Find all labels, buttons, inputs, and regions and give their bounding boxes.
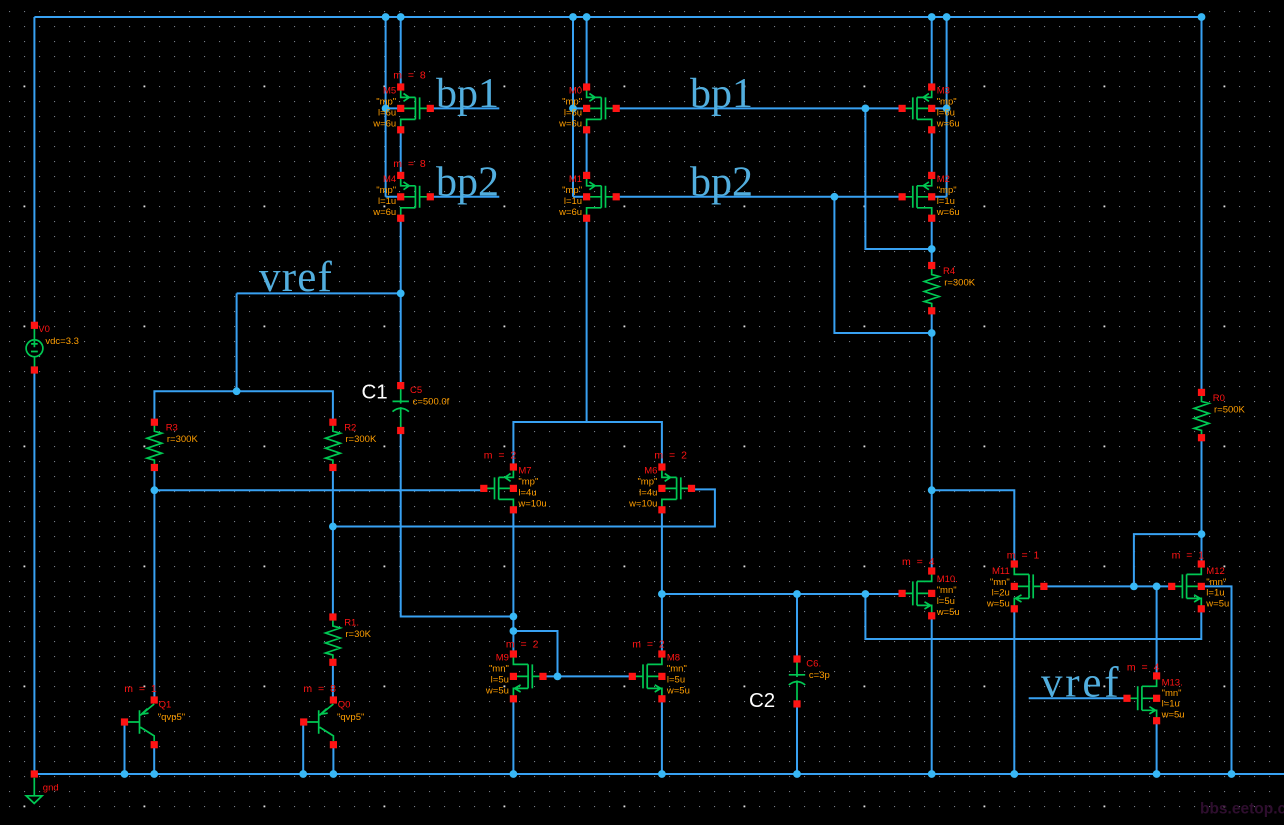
svg-text:l=1u: l=1u [1162,699,1180,710]
svg-text:m = 8: m = 8 [393,158,427,170]
svg-text:w=6u: w=6u [372,119,396,130]
svg-text:"mn": "mn" [489,664,509,675]
svg-text:w=6u: w=6u [372,207,396,218]
svg-text:w=6u: w=6u [936,207,960,218]
svg-text:l=6u: l=6u [937,108,955,119]
svg-text:l=5u: l=5u [667,675,685,686]
svg-text:M3: M3 [937,86,950,97]
svg-text:"mn": "mn" [937,585,957,596]
svg-text:M10.: M10. [937,574,958,585]
svg-text:C1: C1 [362,381,388,404]
svg-text:l=1u: l=1u [378,196,396,207]
svg-text:M12: M12 [1206,566,1224,577]
svg-text:vdc=3.3: vdc=3.3 [45,336,79,347]
svg-text:"mp": "mp" [562,185,582,196]
svg-text:l=6u: l=6u [378,108,396,119]
svg-text:Q1: Q1 [159,699,172,710]
svg-text:bbs.eetop.cn: bbs.eetop.cn [1200,801,1284,818]
svg-text:m = 8: m = 8 [303,683,337,695]
svg-text:"mn": "mn" [1162,688,1182,699]
svg-text:M13.: M13. [1162,678,1183,689]
svg-text:m = 1: m = 1 [1172,550,1206,562]
svg-text:"mn": "mn" [1206,577,1226,588]
svg-text:m = 2: m = 2 [654,450,688,462]
svg-text:w=6u: w=6u [936,119,960,130]
svg-text:M2: M2 [937,174,950,185]
svg-text:m = 1: m = 1 [1007,550,1041,562]
svg-text:R1.: R1. [344,617,359,628]
svg-text:l=1u: l=1u [937,196,955,207]
svg-text:m = 4: m = 4 [1127,662,1161,674]
svg-text:M11: M11 [992,566,1010,577]
svg-text:"mp": "mp" [937,97,957,108]
svg-text:"mp": "mp" [376,97,396,108]
svg-text:w=10u: w=10u [628,499,657,510]
svg-text:"mp": "mp" [376,185,396,196]
svg-text:w=5u: w=5u [666,686,690,697]
svg-text:R0: R0 [1213,393,1225,404]
svg-text:C5: C5 [410,385,422,396]
svg-text:M7: M7 [518,466,531,477]
svg-text:r=300K: r=300K [167,434,199,445]
svg-text:w=5u: w=5u [1205,599,1229,610]
svg-text:m = 4: m = 4 [902,556,936,568]
svg-text:m = 2: m = 2 [506,639,540,651]
svg-text:r=500K: r=500K [1214,404,1246,415]
svg-text:M6: M6 [644,466,657,477]
svg-text:m = 8: m = 8 [393,70,427,82]
svg-text:"qvp5": "qvp5" [337,712,364,723]
svg-text:w=6u: w=6u [558,207,582,218]
svg-text:l=5u: l=5u [491,675,509,686]
svg-text:c=3p: c=3p [809,670,830,681]
svg-text:vref: vref [1041,660,1121,707]
svg-text:w=10u: w=10u [517,499,546,510]
svg-text:l=4u: l=4u [639,488,657,499]
svg-text:l=6u: l=6u [564,108,582,119]
svg-text:w=5u: w=5u [485,686,509,697]
svg-text:w=5u: w=5u [1161,709,1185,720]
svg-text:vref: vref [259,254,333,301]
svg-text:m = 2: m = 2 [632,639,666,651]
svg-text:"mp": "mp" [518,477,538,488]
svg-text:l=1u: l=1u [564,196,582,207]
svg-text:R2: R2 [344,423,356,434]
svg-text:M8: M8 [667,653,680,664]
svg-text:r=300K: r=300K [944,278,976,289]
svg-text:C6.: C6. [806,658,821,669]
svg-text:l=4u: l=4u [518,488,536,499]
svg-text:bp2: bp2 [436,160,499,206]
svg-text:bp1: bp1 [436,71,499,117]
svg-text:m = 1: m = 1 [124,683,158,695]
svg-text:w=5u: w=5u [986,599,1010,610]
svg-text:M4: M4 [383,174,396,185]
svg-text:R3: R3 [166,423,178,434]
svg-text:w=6u: w=6u [558,119,582,130]
svg-text:R4: R4 [943,266,955,277]
svg-text:l=5u: l=5u [937,596,955,607]
svg-text:l=2u: l=2u [992,588,1010,599]
svg-text:c=500.0f: c=500.0f [413,397,450,408]
svg-text:bp1: bp1 [690,71,753,117]
svg-text:l=1u: l=1u [1206,588,1224,599]
svg-text:"mp": "mp" [562,97,582,108]
svg-text:C2: C2 [749,689,775,712]
svg-text:"qvp5": "qvp5" [158,712,185,723]
svg-text:bp2: bp2 [690,160,753,206]
svg-text:gnd: gnd [43,783,59,794]
svg-text:M5: M5 [383,86,396,97]
svg-text:m = 2: m = 2 [484,450,518,462]
svg-text:V0: V0 [38,324,50,335]
svg-text:r=300K: r=300K [345,434,377,445]
svg-text:Q0: Q0 [338,699,351,710]
svg-text:w=5u: w=5u [936,607,960,618]
svg-text:M1: M1 [569,174,582,185]
svg-text:r=30K: r=30K [345,629,371,640]
svg-text:M0: M0 [569,86,582,97]
svg-text:"mn": "mn" [667,664,687,675]
svg-text:"mp": "mp" [637,477,657,488]
svg-text:"mn": "mn" [990,577,1010,588]
svg-text:M9: M9 [496,653,509,664]
svg-text:"mp": "mp" [937,185,957,196]
